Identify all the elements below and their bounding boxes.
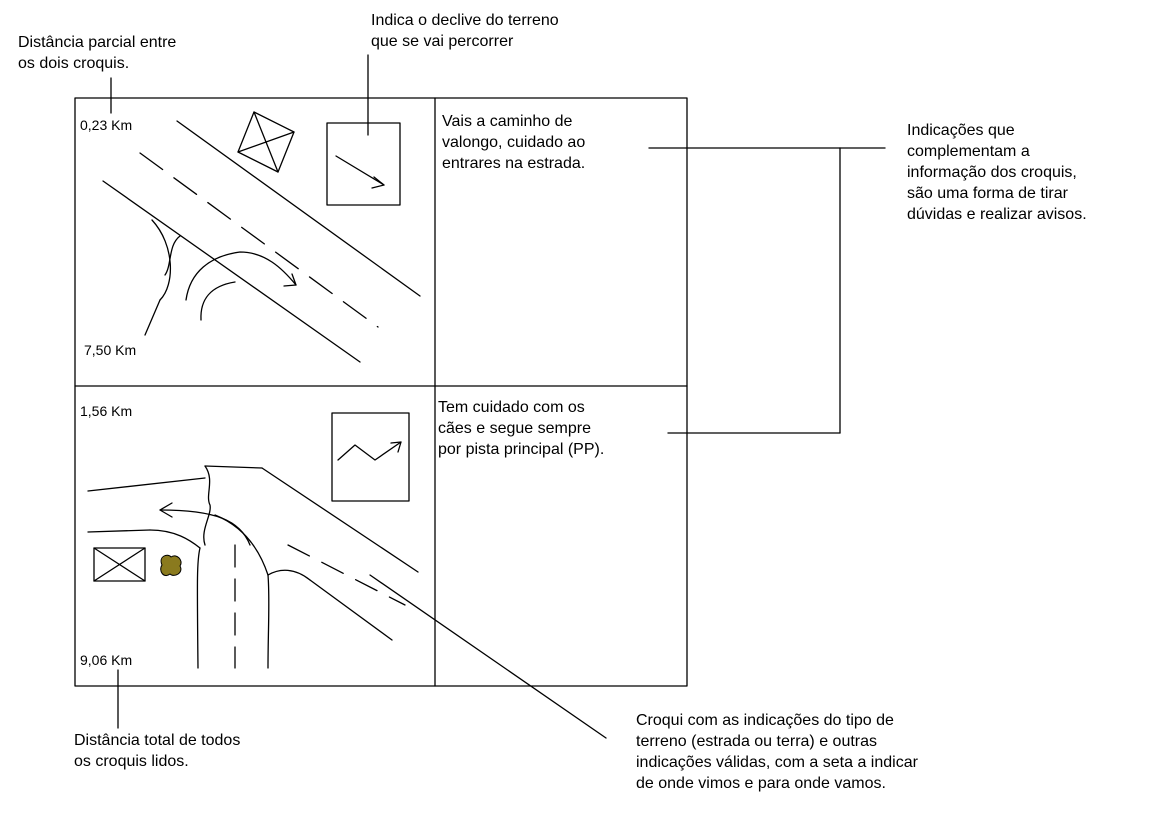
row1-total-km: 7,50 Km	[84, 342, 137, 358]
croqui-1	[102, 111, 421, 363]
ascending-slope-icon	[331, 412, 410, 502]
indications-annotation: Indicações que complementam a informação…	[907, 122, 1087, 223]
croqui-annotation: Croqui com as indicações do tipo de terr…	[636, 712, 918, 792]
roadbook-grid	[74, 97, 688, 687]
partial-distance-annotation: Distância parcial entre os dois croquis.	[18, 34, 177, 72]
row1-note: Vais a caminho de valongo, cuidado ao en…	[442, 113, 586, 172]
total-distance-annotation: Distância total de todos os croquis lido…	[74, 732, 241, 770]
row2-partial-km: 1,56 Km	[80, 403, 133, 419]
row2-note: Tem cuidado com os cães e segue sempre p…	[438, 399, 605, 458]
crossed-box-icon	[93, 547, 146, 582]
leader-lines	[110, 54, 886, 739]
croqui-2	[87, 412, 419, 669]
descending-slope-icon	[326, 122, 401, 206]
row2-total-km: 9,06 Km	[80, 652, 133, 668]
slope-annotation: Indica o declive do terreno que se vai p…	[371, 12, 559, 50]
row1-partial-km: 0,23 Km	[80, 117, 133, 133]
bush-icon	[160, 554, 182, 577]
crossed-box-icon	[237, 111, 295, 173]
